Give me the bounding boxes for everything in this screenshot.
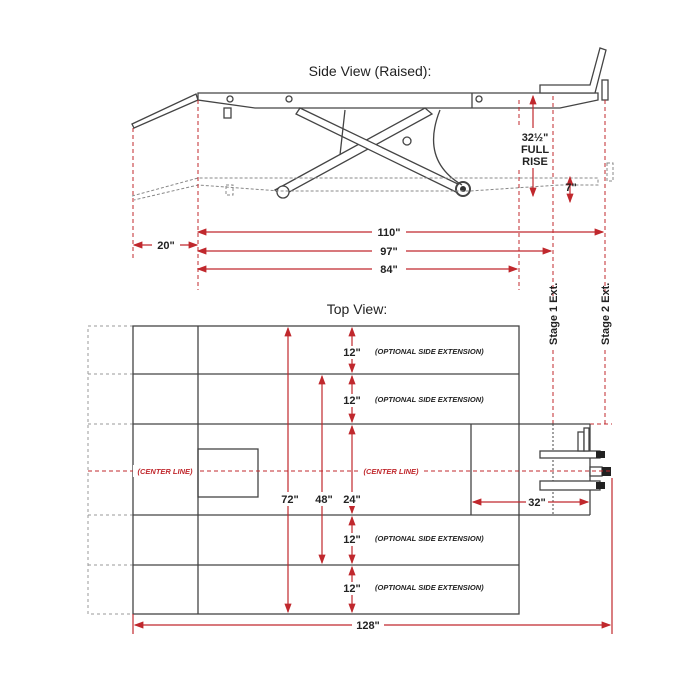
dim-12-row2: 12" [343,395,360,407]
dim-24: 24" [343,494,360,506]
dim-84: 84" [380,264,397,276]
optional-ext-row5: (OPTIONAL SIDE EXTENSION) [375,583,484,592]
full-rise-label-2: RISE [522,156,548,168]
dim-12-row4: 12" [343,534,360,546]
optional-ext-row4: (OPTIONAL SIDE EXTENSION) [375,534,484,543]
center-line-label-left: (CENTER LINE) [138,467,194,476]
raised-lift [131,47,609,199]
full-rise-value: 32½" [522,132,549,144]
stage2-label: Stage 2 Ext. [600,283,612,345]
full-rise-label-1: FULL [521,144,549,156]
stage1-label: Stage 1 Ext. [548,283,560,345]
dim-32: 32" [528,497,545,509]
dim-12-row5: 12" [343,583,360,595]
optional-ext-row2: (OPTIONAL SIDE EXTENSION) [375,395,484,404]
dim-20: 20" [157,240,174,252]
dim-97: 97" [380,246,397,258]
side-view-title: Side View (Raised): [309,63,432,79]
top-dimensions: 72" 48" 24" 12" 12" 12" 12" 32" 128" [132,326,613,634]
center-line-label-right: (CENTER LINE) [364,467,420,476]
dim-72: 72" [281,494,298,506]
lowered-height: 7" [565,182,576,194]
top-view-title: Top View: [327,301,387,317]
dim-12-row1: 12" [343,347,360,359]
dim-48: 48" [315,494,332,506]
side-dimensions: 110" 97" 84" 20" [132,224,605,276]
dim-128: 128" [356,620,380,632]
optional-ext-row1: (OPTIONAL SIDE EXTENSION) [375,347,484,356]
lowered-lift-ghost [131,162,614,201]
dim-110: 110" [378,227,401,239]
